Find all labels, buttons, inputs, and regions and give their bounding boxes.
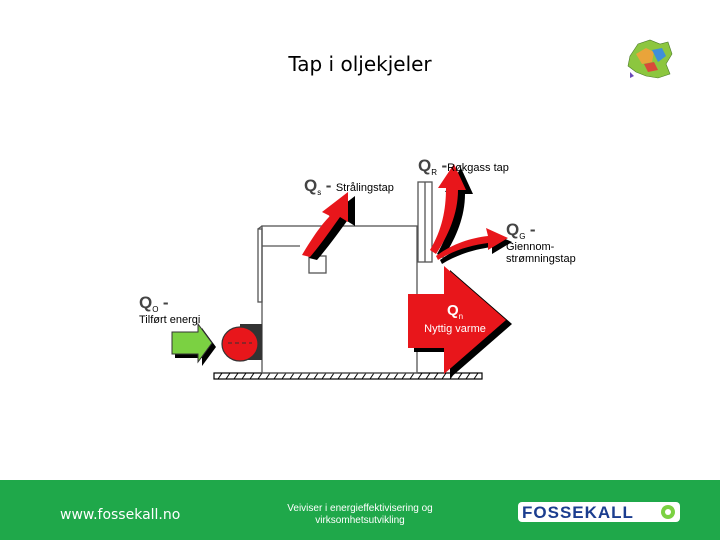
qr-dash: - (441, 156, 448, 175)
qg-text-line2: strømningstap (506, 253, 576, 266)
footer-tagline-line2: virksomhetsutvikling (315, 515, 405, 526)
qs-subscript: s (317, 188, 322, 198)
qn-subscript: n (458, 312, 464, 322)
qr-symbol: Q (418, 156, 432, 175)
qn-text: Nyttig varme (424, 323, 486, 336)
fossekall-logo-graphic: FOSSEKALL (518, 502, 680, 522)
fossekall-logo-text: FOSSEKALL (522, 503, 634, 522)
boiler-loss-diagram (171, 164, 512, 380)
flow-through-loss-label: QG - Giennom- strømningstap (506, 220, 576, 265)
qn-symbol: Q (446, 302, 459, 319)
energy-input-arrow (171, 322, 216, 366)
page-title: Tap i oljekjeler (288, 52, 432, 76)
boiler-body (257, 225, 418, 374)
flue-gas-loss-label: QR -Røkgass tap (418, 156, 509, 177)
qs-text: Strålingstap (335, 182, 394, 194)
qg-dash: - (529, 220, 536, 239)
chimney (417, 181, 433, 263)
fossekall-logo: FOSSEKALL (518, 502, 680, 527)
flow-through-loss-arrow (436, 228, 512, 264)
qs-symbol: Q (304, 176, 318, 195)
qr-subscript: R (431, 168, 438, 178)
qr-text: Røkgass tap (447, 162, 509, 174)
qg-text-line1: Giennom- (506, 241, 555, 254)
region-map-logo (627, 39, 673, 79)
radiation-loss-arrow (302, 192, 355, 260)
burner (221, 324, 262, 362)
footer-tagline-line1: Veiviser i energieffektivisering og (287, 503, 433, 514)
qg-symbol: Q (506, 220, 520, 239)
qo-text: Tilført energi (139, 314, 201, 327)
useful-heat-arrow (408, 266, 512, 378)
qg-subscript: G (519, 232, 526, 242)
useful-heat-label: Qn Nyttig varme (405, 302, 505, 335)
energy-input-label: QO - Tilført energi (139, 293, 200, 326)
radiation-loss-label: Qs - Strålingstap (304, 176, 394, 197)
qo-dash: - (162, 293, 169, 312)
footer-url[interactable]: www.fossekall.no (60, 507, 181, 523)
flue-gas-loss-arrow (430, 164, 473, 258)
qs-dash: - (325, 176, 332, 195)
qo-symbol: Q (139, 293, 153, 312)
qo-subscript: O (152, 305, 159, 315)
floor-hatch (213, 372, 483, 380)
footer-tagline: Veiviser i energieffektivisering og virk… (270, 503, 450, 527)
